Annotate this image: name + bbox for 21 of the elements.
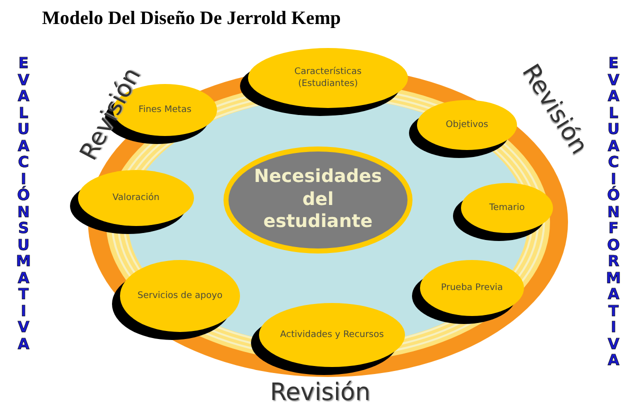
revision-label: Revisión: [270, 378, 370, 406]
node-label: Valoración: [112, 192, 160, 204]
vertical-label: EVALUACIÓN SUMATIVA: [16, 55, 31, 352]
title: Modelo Del Diseño De Jerrold Kemp: [42, 8, 341, 30]
oval-node: [251, 303, 405, 375]
center-label: Necesidades del estudiante: [253, 166, 383, 234]
oval-node: [112, 260, 240, 340]
oval-node: [409, 100, 517, 158]
node-label: Temario: [489, 202, 525, 214]
node-label: Objetivos: [446, 118, 488, 132]
node-label: Prueba Previa: [441, 282, 503, 294]
oval-node: [453, 183, 553, 241]
node-label: Características (Estudiantes): [293, 66, 363, 90]
oval-node: [412, 260, 524, 324]
node-label: Servicios de apoyo: [138, 290, 222, 302]
node-label: Fines Metas: [138, 104, 192, 115]
oval-node: [70, 170, 194, 234]
center-oval: [223, 146, 413, 254]
vertical-label: EVALUACIÓN FORMATIVA: [606, 55, 621, 368]
node-label: Actividades y Recursos: [280, 328, 384, 342]
oval-node: [240, 48, 408, 116]
